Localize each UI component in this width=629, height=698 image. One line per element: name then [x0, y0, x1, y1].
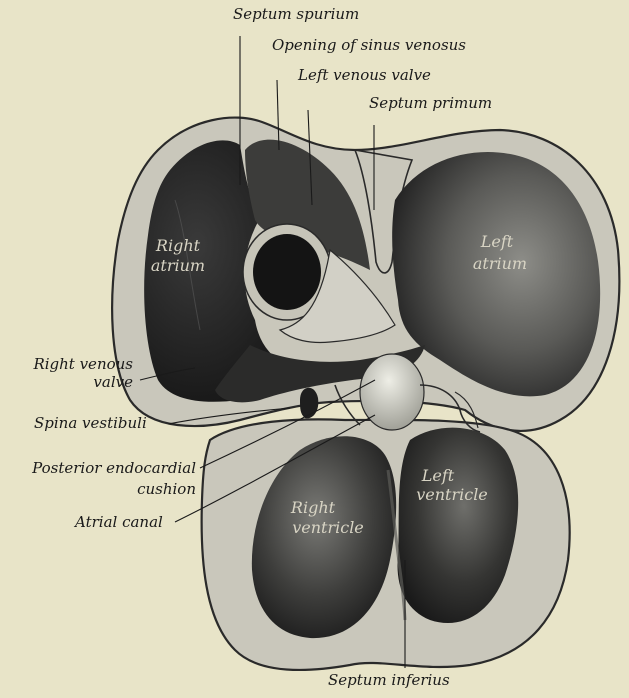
label-right-atrium-line1: Right [150, 236, 206, 255]
label-right-atrium-line2: atrium [150, 256, 206, 275]
label-left-atrium-line2: atrium [455, 254, 545, 273]
label-right-venous-valve-line1: Right venous [6, 356, 133, 373]
label-septum-inferius: Septum inferius [328, 672, 450, 689]
label-right-ventricle-line1: Right [278, 498, 348, 517]
label-posterior-endocardial-cushion-line1: Posterior endocardial [4, 460, 196, 477]
label-right-ventricle-line2: ventricle [278, 518, 378, 537]
label-left-ventricle-line2: ventricle [406, 485, 498, 504]
label-right-venous-valve-line2: valve [6, 374, 133, 391]
label-posterior-endocardial-cushion-line2: cushion [4, 481, 196, 498]
spina-vestibuli [300, 388, 318, 419]
label-left-ventricle-line1: Left [408, 466, 468, 485]
label-spina-vestibuli: Spina vestibuli [34, 415, 147, 432]
sinus-venosus-opening [253, 234, 321, 310]
label-left-atrium-line1: Left [462, 232, 532, 251]
label-atrial-canal: Atrial canal [75, 514, 163, 531]
label-opening-of-sinus-venosus: Opening of sinus venosus [272, 37, 466, 54]
label-septum-primum: Septum primum [369, 95, 492, 112]
label-left-venous-valve: Left venous valve [298, 67, 431, 84]
posterior-endocardial-cushion [360, 354, 424, 430]
label-septum-spurium: Septum spurium [233, 6, 359, 23]
